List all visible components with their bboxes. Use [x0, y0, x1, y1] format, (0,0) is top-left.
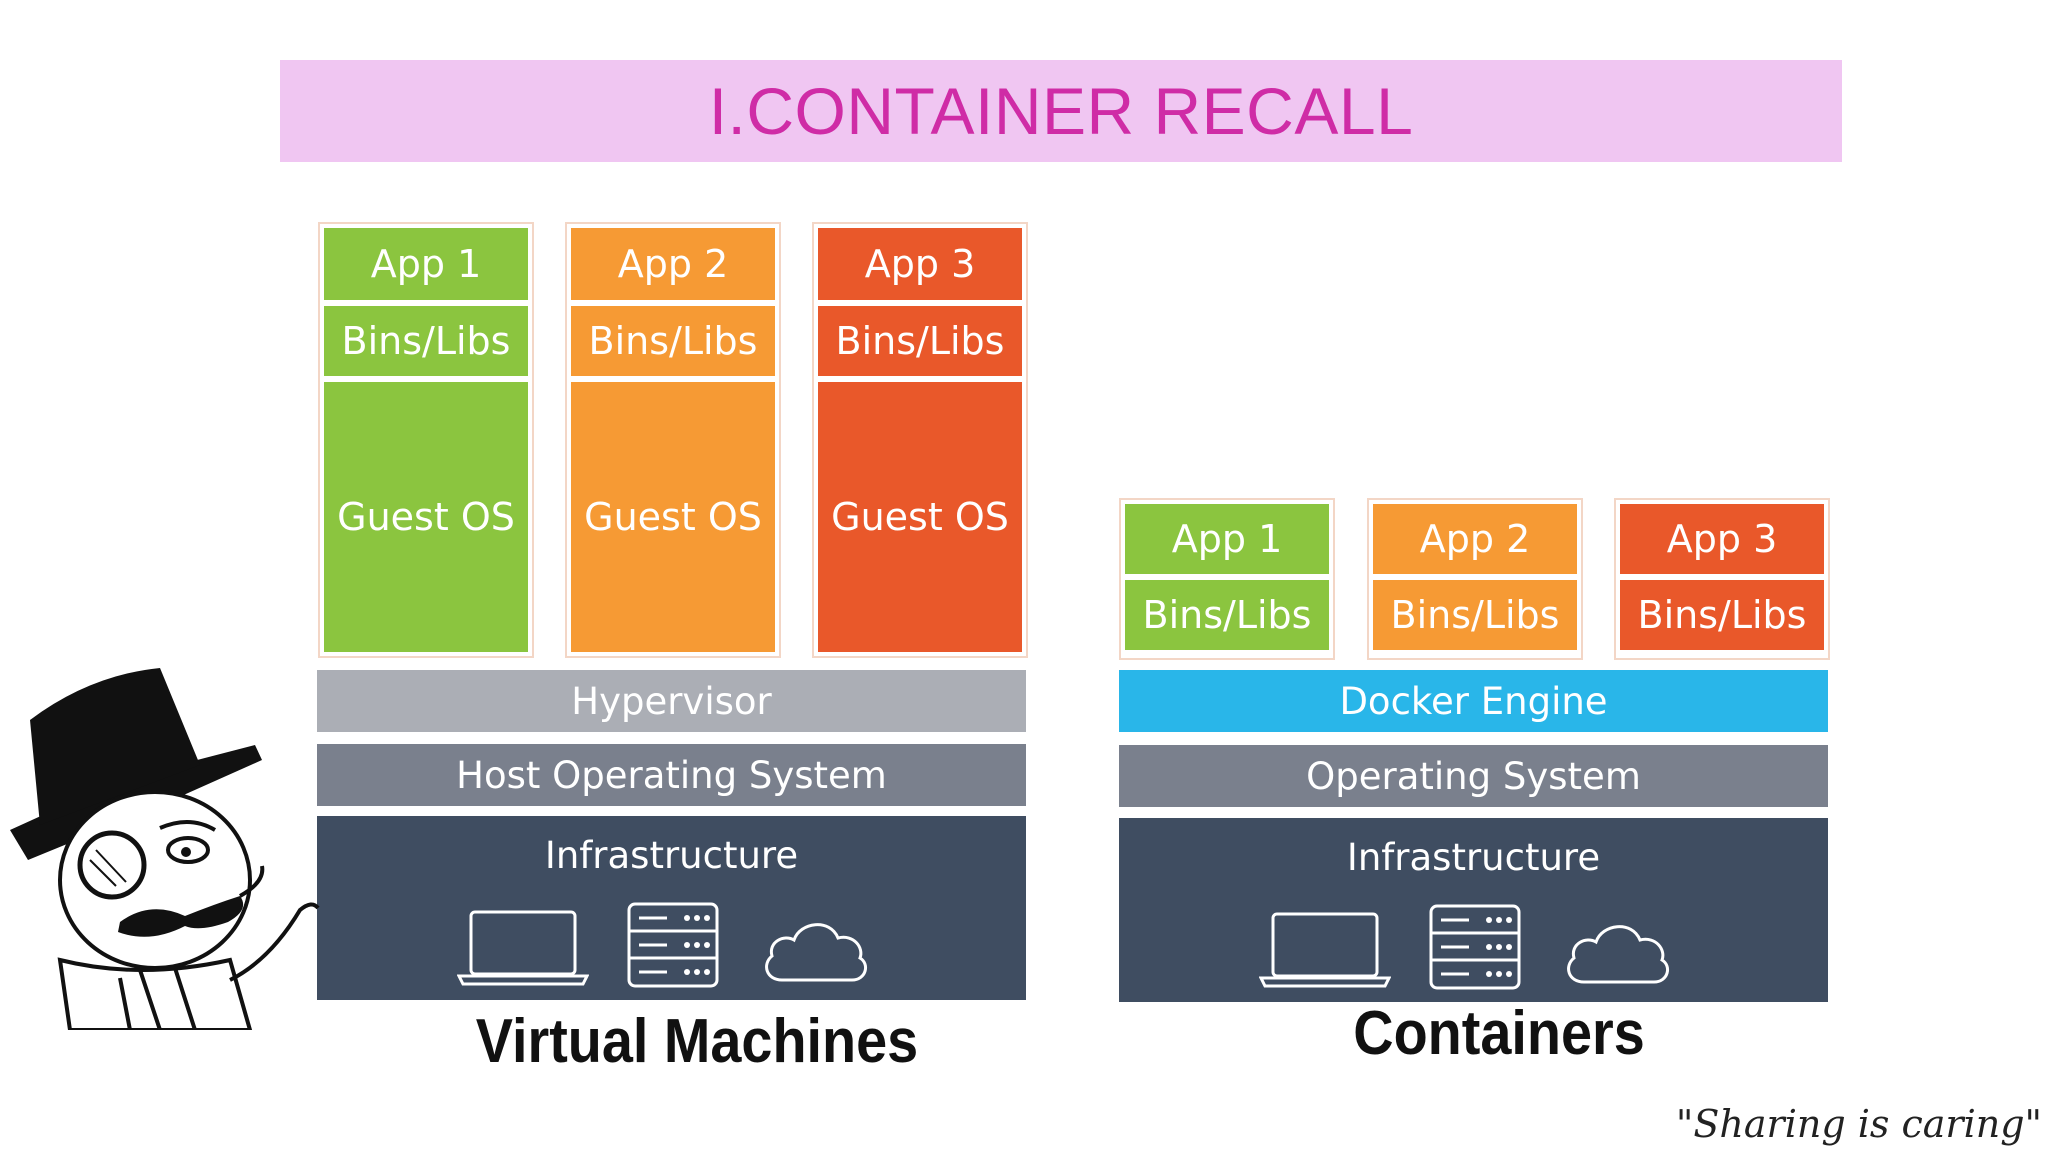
vm-guest-os-1: Guest OS [324, 382, 528, 652]
vm-guest-os-2: Guest OS [571, 382, 775, 652]
docker-engine-layer: Docker Engine [1119, 670, 1828, 732]
laptop-icon [1259, 912, 1391, 988]
server-icon [627, 902, 719, 988]
signature-quote: "Sharing is caring" [1675, 1102, 2042, 1146]
container-column-1: App 1 Bins/Libs [1119, 498, 1335, 660]
hypervisor-layer: Hypervisor [317, 670, 1026, 732]
vm-infra-icons [317, 894, 1026, 994]
vm-bins-2: Bins/Libs [571, 306, 775, 376]
vm-column-2: App 2 Bins/Libs Guest OS [565, 222, 781, 658]
container-infrastructure-label: Infrastructure [1346, 836, 1601, 879]
container-bins-1: Bins/Libs [1125, 580, 1329, 650]
vm-bins-1: Bins/Libs [324, 306, 528, 376]
container-infra-icons [1119, 896, 1828, 996]
container-infrastructure-layer: Infrastructure [1119, 818, 1828, 1002]
vm-caption: Virtual Machines [475, 1007, 919, 1076]
vm-bins-3: Bins/Libs [818, 306, 1022, 376]
vm-infrastructure-label: Infrastructure [544, 834, 799, 877]
host-os-layer: Host Operating System [317, 744, 1026, 806]
title-banner: I.CONTAINER RECALL [280, 60, 1842, 162]
container-column-2: App 2 Bins/Libs [1367, 498, 1583, 660]
vm-infrastructure-layer: Infrastructure [317, 816, 1026, 1000]
vm-column-1: App 1 Bins/Libs Guest OS [318, 222, 534, 658]
slide-title: I.CONTAINER RECALL [708, 74, 1414, 148]
vm-app-1: App 1 [324, 228, 528, 300]
container-bins-3: Bins/Libs [1620, 580, 1824, 650]
container-bins-2: Bins/Libs [1373, 580, 1577, 650]
vm-column-3: App 3 Bins/Libs Guest OS [812, 222, 1028, 658]
container-app-1: App 1 [1125, 504, 1329, 574]
cloud-icon [765, 923, 868, 982]
server-icon [1429, 904, 1521, 990]
vm-guest-os-3: Guest OS [818, 382, 1022, 652]
container-column-3: App 3 Bins/Libs [1614, 498, 1830, 660]
laptop-icon [457, 910, 589, 986]
container-os-layer: Operating System [1119, 745, 1828, 807]
container-app-2: App 2 [1373, 504, 1577, 574]
container-app-3: App 3 [1620, 504, 1824, 574]
gentleman-meme-illustration [10, 668, 320, 1030]
cloud-icon [1567, 925, 1670, 984]
vm-app-3: App 3 [818, 228, 1022, 300]
containers-caption: Containers [1353, 999, 1645, 1068]
vm-app-2: App 2 [571, 228, 775, 300]
